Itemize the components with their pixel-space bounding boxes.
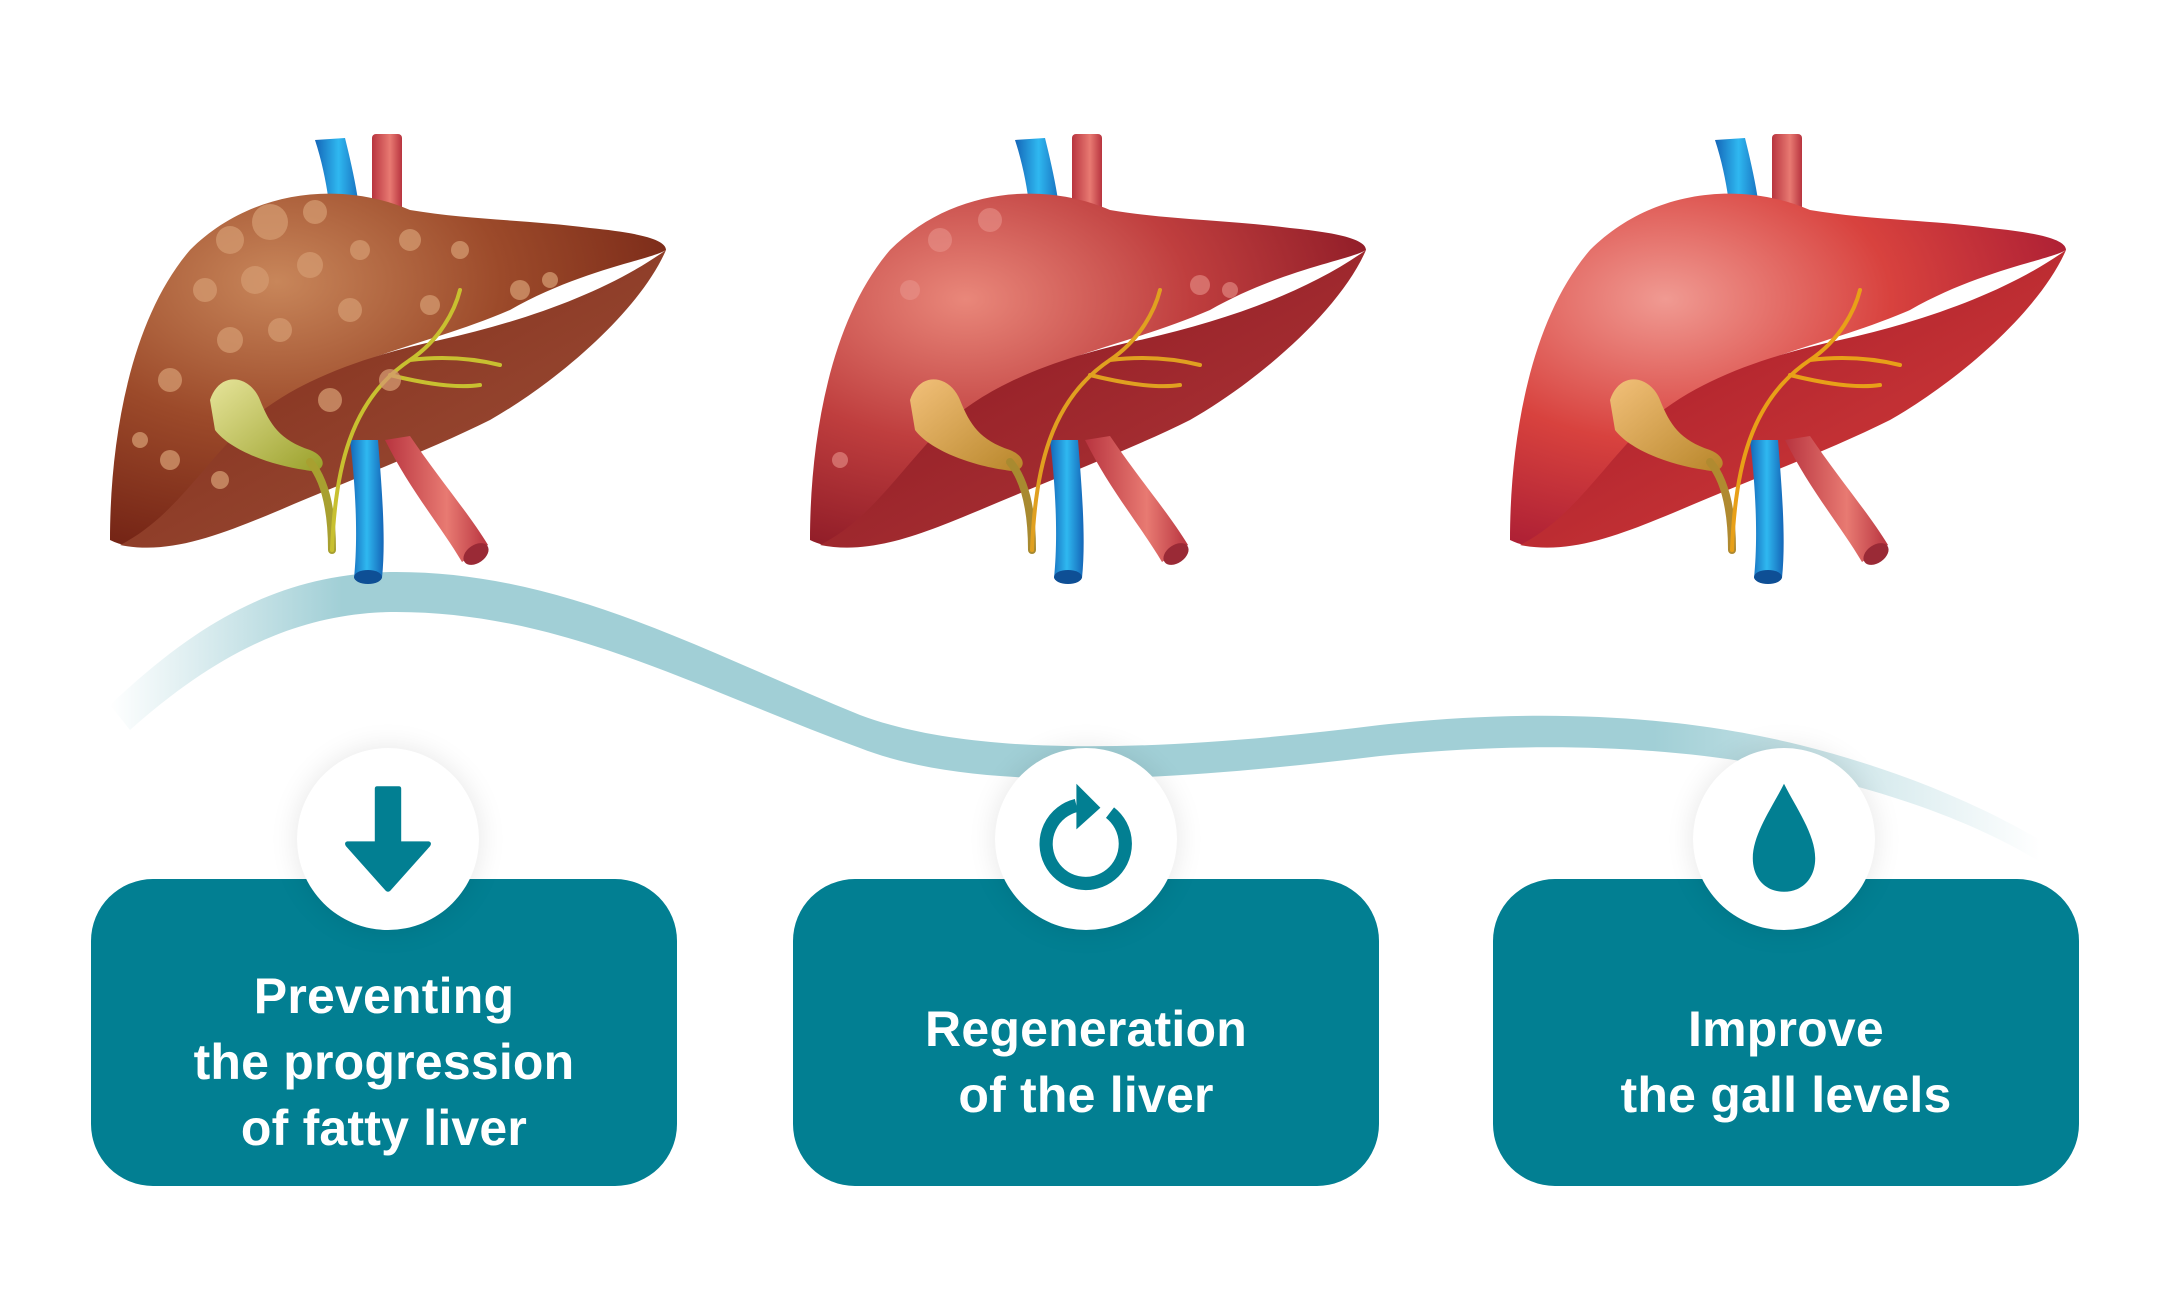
badge-arrow-down (297, 748, 479, 930)
fat-deposits (132, 200, 558, 489)
benefit-card-prevent-fatty-liver: Preventing the progression of fatty live… (91, 879, 677, 1186)
liver-illustration-healthy (1510, 134, 2066, 584)
arrow-down-icon (345, 786, 431, 892)
liver-lower-lobe (120, 250, 666, 548)
benefit-label: Preventing the progression of fatty live… (193, 967, 575, 1156)
gallbladder (210, 379, 323, 471)
wave-band (110, 571, 2040, 862)
badge-refresh (995, 748, 1177, 930)
benefit-label: Regeneration of the liver (925, 1000, 1247, 1123)
benefit-label: Improve the gall levels (1620, 1000, 1952, 1123)
benefit-card-gall-levels: Improve the gall levels (1493, 879, 2079, 1186)
liver-illustration-recovering (810, 134, 1366, 584)
liver-illustration-fatty (110, 134, 666, 584)
benefit-card-regeneration: Regeneration of the liver (793, 879, 1379, 1186)
refresh-icon (1039, 783, 1132, 891)
badge-droplet (1693, 748, 1875, 930)
droplet-icon (1752, 783, 1816, 892)
